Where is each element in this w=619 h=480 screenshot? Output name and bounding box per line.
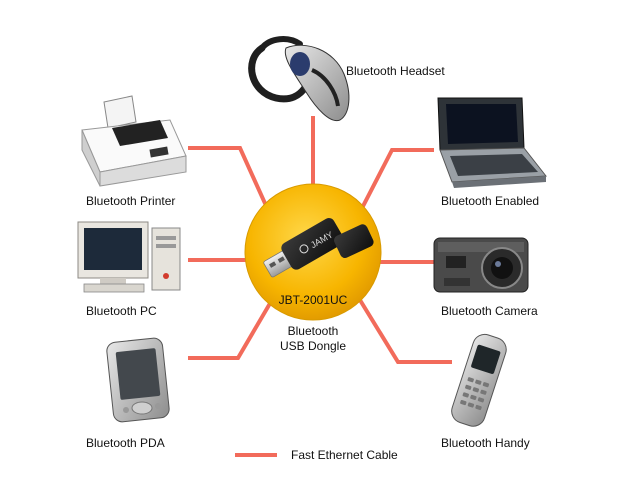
dongle-cap-icon	[334, 224, 374, 258]
hub-name-line1: Bluetooth	[287, 324, 339, 338]
label-bluetooth-printer: Bluetooth Printer	[86, 194, 176, 208]
cable-handy	[357, 297, 452, 364]
cables	[188, 116, 452, 364]
laptop-icon	[437, 97, 547, 188]
headset-icon	[248, 36, 350, 122]
pda-icon	[106, 337, 170, 423]
printer-icon	[81, 95, 187, 187]
label-bluetooth-pda: Bluetooth PDA	[86, 436, 165, 450]
legend-label: Fast Ethernet Cable	[291, 448, 398, 462]
usb-dongle-icon: JAMY	[263, 218, 344, 278]
legend-cable-swatch	[235, 453, 277, 457]
label-bluetooth-enabled: Bluetooth Enabled	[441, 194, 540, 208]
cable-pda	[188, 297, 275, 360]
label-bluetooth-headset: Bluetooth Headset	[346, 64, 445, 78]
hub-model-label: JBT-2001UC	[279, 293, 348, 307]
camera-icon	[433, 237, 529, 293]
desktop-pc-icon	[77, 221, 181, 293]
label-bluetooth-handy: Bluetooth Handy	[441, 436, 530, 450]
cable-enabled	[357, 148, 434, 215]
label-bluetooth-pc: Bluetooth PC	[86, 304, 157, 318]
mobile-phone-icon	[451, 333, 507, 427]
usb-dongle-hub: JAMY JBT-2001UC	[244, 183, 382, 321]
cable-printer	[188, 146, 271, 213]
hub-name-line2: USB Dongle	[279, 339, 347, 353]
label-bluetooth-camera: Bluetooth Camera	[441, 304, 538, 318]
